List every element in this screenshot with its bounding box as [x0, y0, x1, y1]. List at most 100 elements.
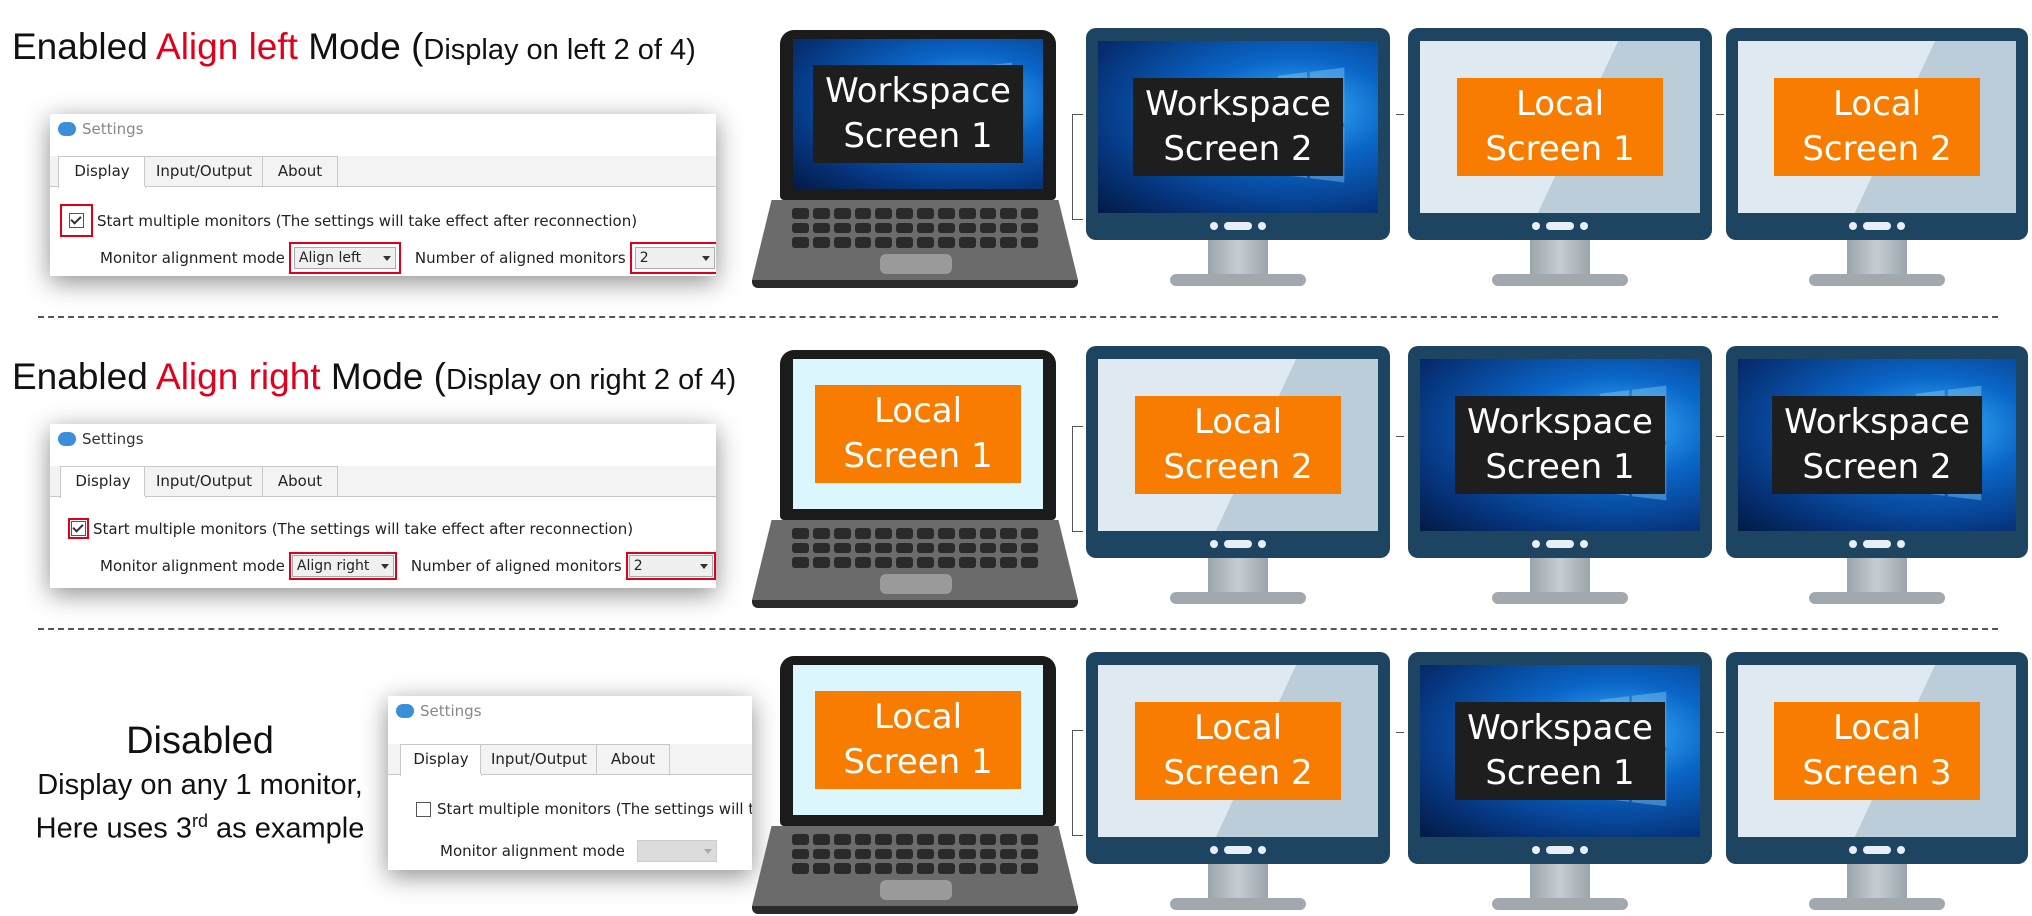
settings-dialog-1: Settings Display Input/Output About Star…: [50, 114, 716, 276]
section-2-title: Enabled Align right Mode (Display on rig…: [12, 356, 736, 398]
disabled-line-2: Here uses 3rd as example: [35, 811, 365, 845]
alignment-select[interactable]: Align right: [291, 555, 394, 577]
multi-monitor-label: Start multiple monitors (The settings wi…: [93, 519, 634, 538]
title-mode: Align right: [156, 356, 321, 397]
count-highlight: 2: [629, 242, 716, 274]
disabled-line-1: Display on any 1 monitor,: [37, 769, 363, 801]
settings-dialog-3: Settings Display Input/Output About Star…: [388, 696, 752, 870]
alignment-highlight: Align right: [288, 552, 397, 580]
multi-monitor-row: Start multiple monitors (The settings wi…: [68, 518, 633, 539]
dialog-titlebar: Settings: [396, 702, 482, 720]
dialog-titlebar: Settings: [58, 120, 144, 138]
alignment-value: Align right: [296, 558, 370, 574]
title-note: Display on left 2 of 4): [423, 34, 696, 66]
count-value: 2: [639, 250, 649, 266]
alignment-value: Align left: [298, 250, 362, 266]
connector: [1716, 436, 1724, 437]
tab-about[interactable]: About: [596, 744, 670, 774]
alignment-row: Monitor alignment mode Align right Numbe…: [100, 552, 716, 580]
multi-monitor-row: Start multiple monitors (The settings wi…: [60, 204, 637, 237]
tab-display[interactable]: Display: [60, 466, 146, 498]
alignment-label: Monitor alignment mode: [440, 842, 625, 860]
monitor-buttons: [1849, 222, 1905, 230]
multi-monitor-checkbox[interactable]: [416, 801, 431, 817]
tab-input-output[interactable]: Input/Output: [480, 744, 598, 774]
count-select[interactable]: 2: [634, 247, 715, 269]
monitor-buttons: [1532, 222, 1588, 230]
laptop-keyboard: [792, 208, 1038, 248]
monitor-buttons: [1210, 222, 1266, 230]
tab-bar: Display Input/Output About: [50, 466, 716, 498]
alignment-label: Monitor alignment mode: [100, 557, 285, 575]
count-select[interactable]: 2: [628, 555, 713, 577]
multi-monitor-row: Start multiple monitors (The settings wi…: [416, 800, 752, 818]
tab-about[interactable]: About: [262, 466, 338, 496]
alignment-highlight: Align left: [288, 242, 401, 274]
section-1-title: Enabled Align left Mode (Display on left…: [12, 26, 696, 68]
checkbox-highlight: [60, 204, 93, 237]
title-prefix: Enabled: [12, 26, 157, 67]
connector: [1072, 730, 1083, 836]
tab-input-output[interactable]: Input/Output: [144, 466, 264, 496]
chevron-down-icon: [703, 848, 712, 854]
multi-monitor-checkbox[interactable]: [69, 213, 84, 228]
count-value: 2: [633, 558, 643, 574]
chevron-down-icon: [699, 563, 708, 569]
disabled-description: Disabled Display on any 1 monitor, Here …: [5, 720, 395, 847]
chevron-down-icon: [701, 255, 710, 261]
tab-bar: Display Input/Output About: [50, 156, 716, 188]
tab-about[interactable]: About: [262, 156, 338, 186]
tab-display[interactable]: Display: [400, 744, 482, 776]
count-highlight: 2: [625, 552, 716, 580]
multi-monitor-label: Start multiple monitors (The settings wi…: [437, 800, 752, 818]
dialog-title: Settings: [420, 702, 482, 720]
title-mode: Align left: [156, 26, 298, 67]
alignment-select[interactable]: [636, 840, 717, 862]
laptop-touchpad: [880, 254, 952, 274]
settings-dialog-2: Settings Display Input/Output About Star…: [50, 424, 716, 588]
title-suffix: Mode (: [297, 26, 424, 67]
tab-display[interactable]: Display: [58, 156, 146, 188]
connector: [1072, 426, 1083, 532]
title-prefix: Enabled: [12, 356, 157, 397]
multi-monitor-checkbox[interactable]: [71, 521, 86, 536]
cloud-icon: [58, 432, 76, 446]
tab-input-output[interactable]: Input/Output: [144, 156, 264, 186]
dialog-titlebar: Settings: [58, 430, 144, 448]
alignment-row: Monitor alignment mode: [440, 840, 717, 862]
section-divider: [38, 628, 1998, 630]
dialog-title: Settings: [82, 120, 144, 138]
alignment-select[interactable]: Align left: [293, 247, 396, 269]
section-divider: [38, 316, 1998, 318]
connector: [1072, 114, 1083, 220]
chevron-down-icon: [382, 255, 391, 261]
multi-monitor-label: Start multiple monitors (The settings wi…: [97, 211, 638, 230]
connector: [1396, 114, 1404, 115]
tab-bar: Display Input/Output About: [388, 744, 752, 776]
connector: [1396, 732, 1404, 733]
